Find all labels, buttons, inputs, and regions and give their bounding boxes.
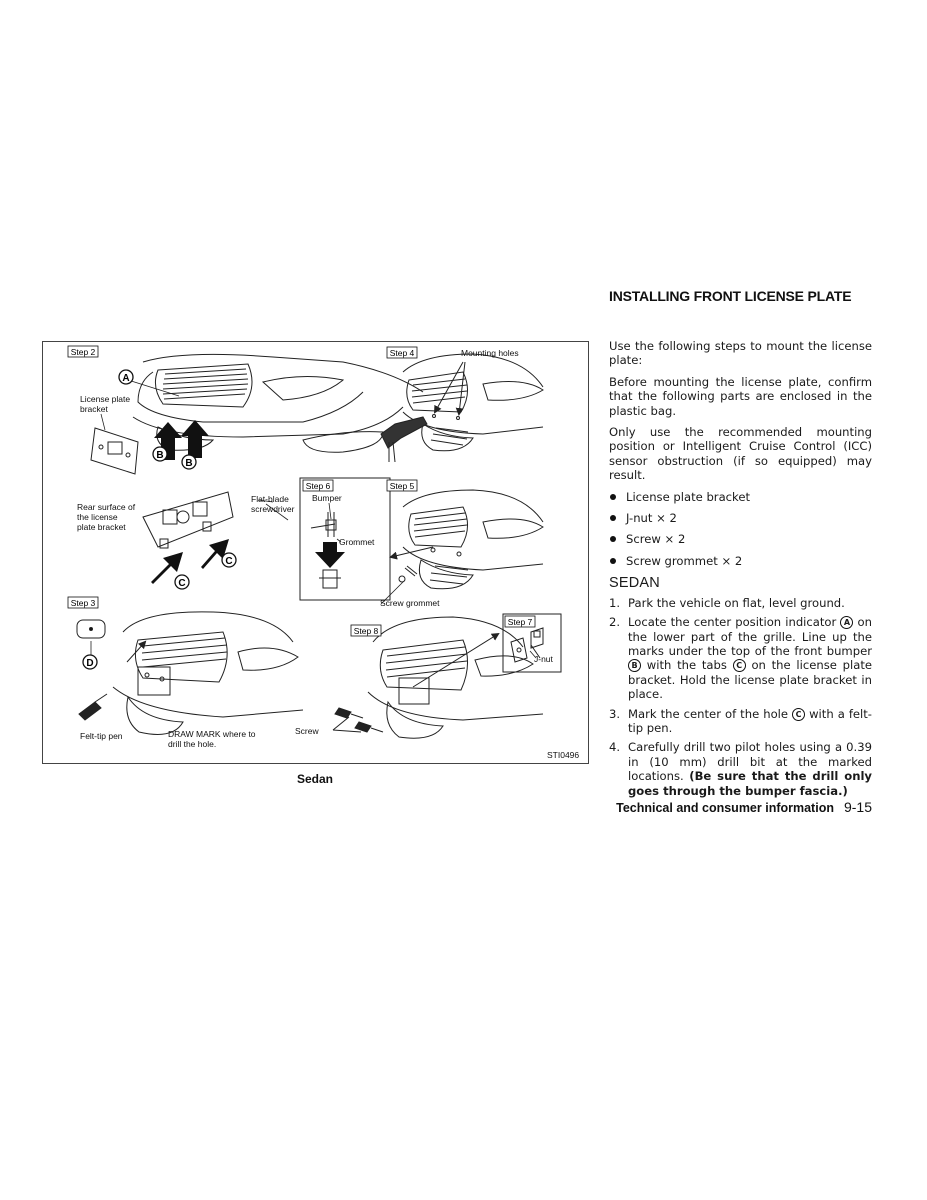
step6-grommet-drawing (310, 512, 341, 589)
sedan-heading: SEDAN (609, 575, 660, 592)
label-rear-3: plate bracket (77, 522, 126, 532)
bullet-icon (610, 536, 616, 543)
step4-tag: Step 4 (386, 346, 418, 359)
svg-text:B: B (185, 458, 192, 469)
note-paragraph: Only use the recommended mounting positi… (609, 425, 872, 483)
label-bracket: bracket (80, 404, 109, 414)
step2-car-drawing (132, 353, 424, 453)
label-bumper: Bumper (312, 493, 342, 503)
step8-car-drawing (367, 616, 544, 739)
step3-car-drawing (112, 611, 304, 735)
svg-text:Step 3: Step 3 (71, 598, 96, 608)
bullet-icon (610, 515, 616, 522)
callout-a-badge: A (118, 369, 134, 385)
step6-tag: Step 6 (302, 479, 334, 492)
label-draw-mark-2: drill the hole. (168, 739, 216, 749)
step-item: 3.Mark the center of the hole C with a f… (609, 706, 872, 735)
label-draw-mark-1: DRAW MARK where to (168, 729, 256, 739)
before-paragraph: Before mounting the license plate, confi… (609, 374, 872, 418)
step7-tag: Step 7 (504, 615, 536, 628)
step4-car-drawing (402, 353, 544, 452)
callout-a-badge: A (840, 616, 854, 630)
parts-list-item: J-nut × 2 (609, 511, 872, 525)
parts-list: License plate bracket J-nut × 2 Screw × … (609, 490, 872, 569)
svg-text:Step 8: Step 8 (354, 626, 379, 636)
svg-text:Step 6: Step 6 (306, 481, 331, 491)
svg-text:C: C (178, 578, 185, 589)
callout-c-badge: C (732, 659, 746, 673)
bullet-icon (610, 493, 616, 500)
callout-b2-badge: B (181, 454, 197, 470)
step-item: 2.Locate the center position indicator A… (609, 615, 872, 702)
step2-tag: Step 2 (67, 345, 99, 358)
label-screwdriver: screwdriver (251, 504, 295, 514)
jnut-drawing (510, 627, 544, 663)
svg-text:Step 2: Step 2 (71, 347, 96, 357)
svg-text:C: C (225, 556, 232, 567)
screw-drawing (334, 707, 384, 733)
page-number: 9-15 (843, 799, 872, 815)
svg-text:A: A (122, 373, 129, 384)
callout-b-badge: B (628, 659, 641, 673)
warning-text: (Be sure that the drill only goes throug… (628, 769, 872, 798)
label-rear-1: Rear surface of (77, 502, 136, 512)
label-grommet: Grommet (339, 537, 375, 547)
section-heading: INSTALLING FRONT LICENSE PLATE (609, 288, 852, 304)
label-rear-2: the license (77, 512, 118, 522)
label-jnut: J-nut (534, 654, 554, 664)
label-screw: Screw (295, 726, 319, 736)
parts-list-item: Screw grommet × 2 (609, 554, 872, 568)
step-item: 4.Carefully drill two pilot holes using … (609, 740, 872, 798)
callout-d-badge: D (82, 654, 98, 670)
installation-figure: A B B C C D Step 2 Step 4 (42, 341, 589, 764)
step3-tag: Step 3 (67, 596, 99, 609)
felt-tip-pen-drawing (78, 693, 108, 721)
label-screw-grommet: Screw grommet (380, 598, 440, 608)
drill-drawing (380, 416, 428, 463)
rear-bracket-drawing (142, 491, 234, 549)
footer-title: Technical and consumer information (616, 801, 834, 815)
callout-c-badge: C (792, 707, 806, 721)
step5-tag: Step 5 (386, 479, 418, 492)
callout-c2-badge: C (174, 574, 190, 590)
svg-text:D: D (86, 658, 93, 669)
svg-text:Step 7: Step 7 (508, 617, 533, 627)
label-flat-blade: Flat-blade (251, 494, 289, 504)
bullet-icon (610, 557, 616, 564)
license-plate-bracket-drawing (90, 427, 139, 475)
label-license-plate: License plate (80, 394, 130, 404)
svg-text:Step 4: Step 4 (390, 348, 415, 358)
svg-text:Step 5: Step 5 (390, 481, 415, 491)
step8-tag: Step 8 (350, 624, 382, 637)
parts-list-item: Screw × 2 (609, 532, 872, 546)
svg-text:B: B (156, 450, 163, 461)
figure-code: STI0496 (547, 750, 579, 760)
parts-list-item: License plate bracket (609, 490, 872, 504)
figure-drawing: A B B C C D Step 2 Step 4 (67, 345, 579, 760)
page-footer: Technical and consumer information 9-15 (609, 799, 872, 815)
callout-c1-badge: C (221, 552, 237, 568)
sedan-steps: 1.Park the vehicle on flat, level ground… (609, 596, 872, 798)
text-column: Use the following steps to mount the lic… (609, 339, 872, 803)
step5-car-drawing (398, 489, 544, 590)
label-mounting-holes: Mounting holes (461, 348, 519, 358)
step-item: 1.Park the vehicle on flat, level ground… (609, 595, 845, 610)
label-felt-tip-pen: Felt-tip pen (80, 731, 123, 741)
figure-caption: Sedan (296, 772, 333, 786)
intro-paragraph: Use the following steps to mount the lic… (609, 339, 872, 368)
callout-b1-badge: B (152, 446, 168, 462)
